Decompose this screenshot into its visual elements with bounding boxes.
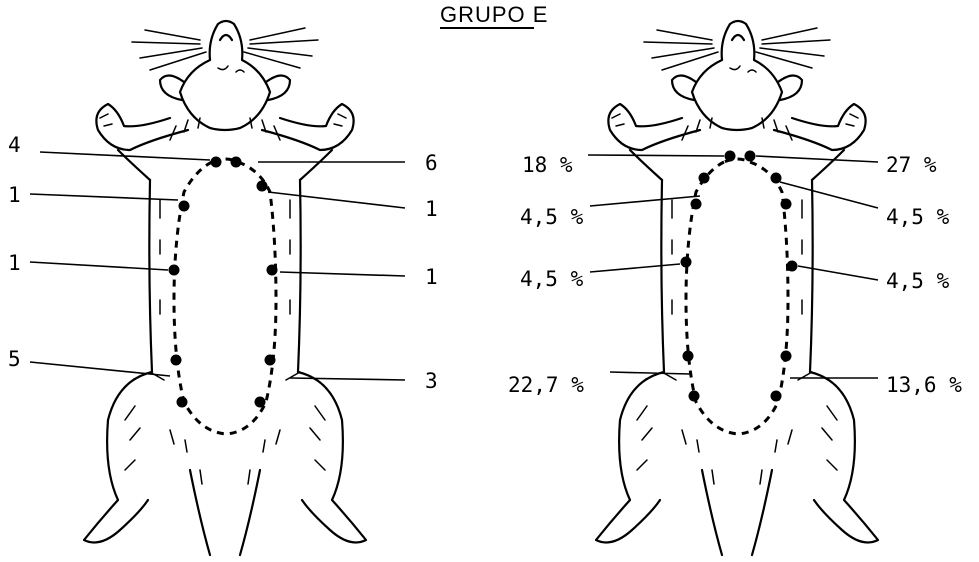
gland-upper-left	[725, 151, 736, 162]
gland-axillary-left-b	[691, 199, 702, 210]
label-mid-right: 1	[425, 265, 438, 289]
leader-line	[290, 378, 405, 380]
right-rat: 18 % 4,5 % 4,5 % 22,7 % 27 % 4,5 % 4,5 %…	[508, 21, 962, 555]
label-mid-left: 1	[8, 251, 21, 275]
label-mid-right: 4,5 %	[886, 269, 950, 293]
gland-axillary-left	[179, 201, 190, 212]
label-lower-right: 3	[425, 369, 438, 393]
gland-axillary-right-b	[781, 199, 792, 210]
gland-lower-left-b	[689, 391, 700, 402]
label-axillary-left: 4,5 %	[520, 205, 584, 229]
leader-line	[280, 272, 405, 276]
gland-axillary-left	[699, 173, 710, 184]
label-upper-left: 4	[8, 133, 21, 157]
leader-line	[780, 182, 878, 208]
leader-line	[30, 362, 170, 376]
left-rat: 4 1 1 5 6 1 1 3	[8, 21, 438, 555]
label-upper-right: 27 %	[886, 153, 937, 177]
gland-axillary-right	[257, 181, 268, 192]
leader-line	[588, 155, 724, 156]
gland-lower-right-a	[265, 355, 276, 366]
figure-title: GRUPO E	[440, 2, 548, 27]
label-lower-left: 5	[8, 347, 21, 371]
label-lower-left: 22,7 %	[508, 373, 584, 397]
gland-lower-right-b	[771, 391, 782, 402]
gland-upper-right	[745, 151, 756, 162]
label-mid-left: 4,5 %	[520, 267, 584, 291]
gland-lower-left-b	[177, 397, 188, 408]
leader-line	[30, 262, 168, 270]
leader-line	[590, 264, 680, 272]
gland-lower-right-b	[255, 397, 266, 408]
rat-drawing	[596, 21, 878, 555]
leader-line	[798, 266, 878, 280]
gland-mid-left	[681, 257, 692, 268]
label-lower-right: 13,6 %	[886, 373, 962, 397]
leader-line	[756, 156, 878, 162]
leader-line	[40, 152, 210, 160]
leader-line	[268, 192, 405, 208]
gland-upper-right	[231, 157, 242, 168]
gland-mid-right	[267, 265, 278, 276]
gland-lower-left-a	[171, 355, 182, 366]
gland-lower-right-a	[781, 351, 792, 362]
gland-upper-left	[211, 157, 222, 168]
gland-axillary-right	[771, 173, 782, 184]
rat-drawing	[84, 21, 366, 555]
leader-line	[610, 372, 690, 374]
leader-line	[30, 194, 178, 200]
gland-mid-left	[169, 265, 180, 276]
label-upper-right: 6	[425, 151, 438, 175]
gland-mid-right	[787, 261, 798, 272]
label-axillary-right: 4,5 %	[886, 205, 950, 229]
label-upper-left: 18 %	[522, 153, 573, 177]
label-axillary-left: 1	[8, 183, 21, 207]
label-axillary-right: 1	[425, 197, 438, 221]
gland-lower-left-a	[683, 351, 694, 362]
leader-line	[590, 196, 700, 206]
